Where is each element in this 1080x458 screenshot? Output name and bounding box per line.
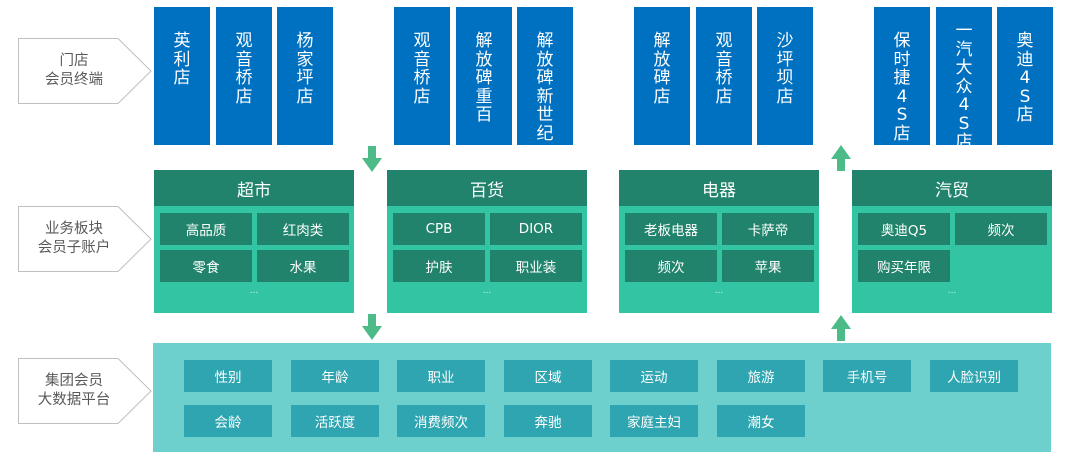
store-box: 解放碑重百 — [456, 7, 512, 145]
store-name: 解放碑店 — [653, 31, 671, 107]
business-group-appliances: 电器 老板电器 卡萨帝 频次 苹果 ... — [619, 170, 819, 313]
group-item: 苹果 — [722, 250, 814, 282]
arrow-down-icon — [362, 314, 382, 340]
arrow-up-icon — [831, 315, 851, 341]
group-title: 汽贸 — [852, 170, 1052, 206]
side-label-line1: 门店 — [59, 53, 89, 69]
store-box: 观音桥店 — [696, 7, 752, 145]
side-label-line2: 会员终端 — [45, 72, 103, 88]
platform-tag: 性别 — [184, 360, 272, 392]
store-name: 杨家坪店 — [296, 31, 314, 107]
store-box: 解放碑新世纪 — [517, 7, 573, 145]
group-item: 购买年限 — [858, 250, 950, 282]
platform-tag: 年龄 — [291, 360, 379, 392]
group-title: 百货 — [387, 170, 587, 206]
side-label-line2: 大数据平台 — [37, 392, 111, 408]
group-item: DIOR — [490, 213, 582, 245]
business-group-auto-trade: 汽贸 奥迪Q5 频次 购买年限 ... — [852, 170, 1052, 313]
more-ellipsis: ... — [947, 286, 957, 296]
store-name: 英利店 — [173, 31, 191, 88]
group-item: 零食 — [160, 250, 252, 282]
platform-tag: 家庭主妇 — [610, 405, 698, 437]
platform-tag: 职业 — [397, 360, 485, 392]
group-item: CPB — [393, 213, 485, 245]
side-label-line1: 业务板块 — [45, 221, 103, 237]
store-name: 奥迪4S店 — [1016, 31, 1034, 125]
more-ellipsis: ... — [482, 286, 492, 296]
platform-tag: 区域 — [504, 360, 592, 392]
platform-tag: 运动 — [610, 360, 698, 392]
group-title: 电器 — [619, 170, 819, 206]
business-group-department-store: 百货 CPB DIOR 护肤 职业装 ... — [387, 170, 587, 313]
group-item: 频次 — [955, 213, 1047, 245]
more-ellipsis: ... — [249, 286, 259, 296]
platform-tag: 消费频次 — [397, 405, 485, 437]
store-box: 英利店 — [154, 7, 210, 145]
group-item: 老板电器 — [625, 213, 717, 245]
store-name: 观音桥店 — [235, 31, 253, 107]
store-name: 观音桥店 — [413, 31, 431, 107]
group-item: 护肤 — [393, 250, 485, 282]
more-ellipsis: ... — [714, 286, 724, 296]
group-item: 频次 — [625, 250, 717, 282]
side-label-store-terminal: 门店会员终端 — [18, 38, 152, 104]
group-item: 水果 — [257, 250, 349, 282]
store-box: 一汽大众4S店 — [936, 7, 992, 151]
store-name: 沙坪坝店 — [776, 31, 794, 107]
platform-tag: 旅游 — [717, 360, 805, 392]
platform-tag: 手机号 — [823, 360, 911, 392]
store-box: 沙坪坝店 — [757, 7, 813, 145]
store-name: 保时捷4S店 — [893, 31, 911, 144]
store-name: 解放碑新世纪 — [536, 31, 554, 144]
side-label-bigdata-platform: 集团会员大数据平台 — [18, 358, 152, 424]
platform-tag: 会龄 — [184, 405, 272, 437]
store-box: 保时捷4S店 — [874, 7, 930, 145]
side-label-business-subaccount: 业务板块会员子账户 — [18, 206, 152, 272]
platform-tag: 奔驰 — [504, 405, 592, 437]
group-item: 职业装 — [490, 250, 582, 282]
store-name: 解放碑重百 — [475, 31, 493, 125]
group-item: 奥迪Q5 — [858, 213, 950, 245]
group-item: 红肉类 — [257, 213, 349, 245]
side-label-line2: 会员子账户 — [37, 240, 111, 256]
store-name: 一汽大众4S店 — [955, 21, 973, 152]
store-box: 奥迪4S店 — [997, 7, 1053, 145]
side-label-line1: 集团会员 — [45, 373, 103, 389]
platform-tag: 人脸识别 — [930, 360, 1018, 392]
arrow-up-icon — [831, 145, 851, 171]
store-box: 观音桥店 — [394, 7, 450, 145]
store-name: 观音桥店 — [715, 31, 733, 107]
store-box: 解放碑店 — [634, 7, 690, 145]
pentagon-shape — [18, 206, 152, 272]
bigdata-platform: 性别 年龄 职业 区域 运动 旅游 手机号 人脸识别 会龄 活跃度 消费频次 奔… — [153, 343, 1051, 452]
pentagon-shape — [18, 38, 152, 104]
store-box: 观音桥店 — [216, 7, 272, 145]
pentagon-shape — [18, 358, 152, 424]
arrow-down-icon — [362, 146, 382, 172]
group-item: 高品质 — [160, 213, 252, 245]
platform-tag: 潮女 — [717, 405, 805, 437]
group-item: 卡萨帝 — [722, 213, 814, 245]
business-group-supermarket: 超市 高品质 红肉类 零食 水果 ... — [154, 170, 354, 313]
platform-tag: 活跃度 — [291, 405, 379, 437]
store-box: 杨家坪店 — [277, 7, 333, 145]
group-title: 超市 — [154, 170, 354, 206]
